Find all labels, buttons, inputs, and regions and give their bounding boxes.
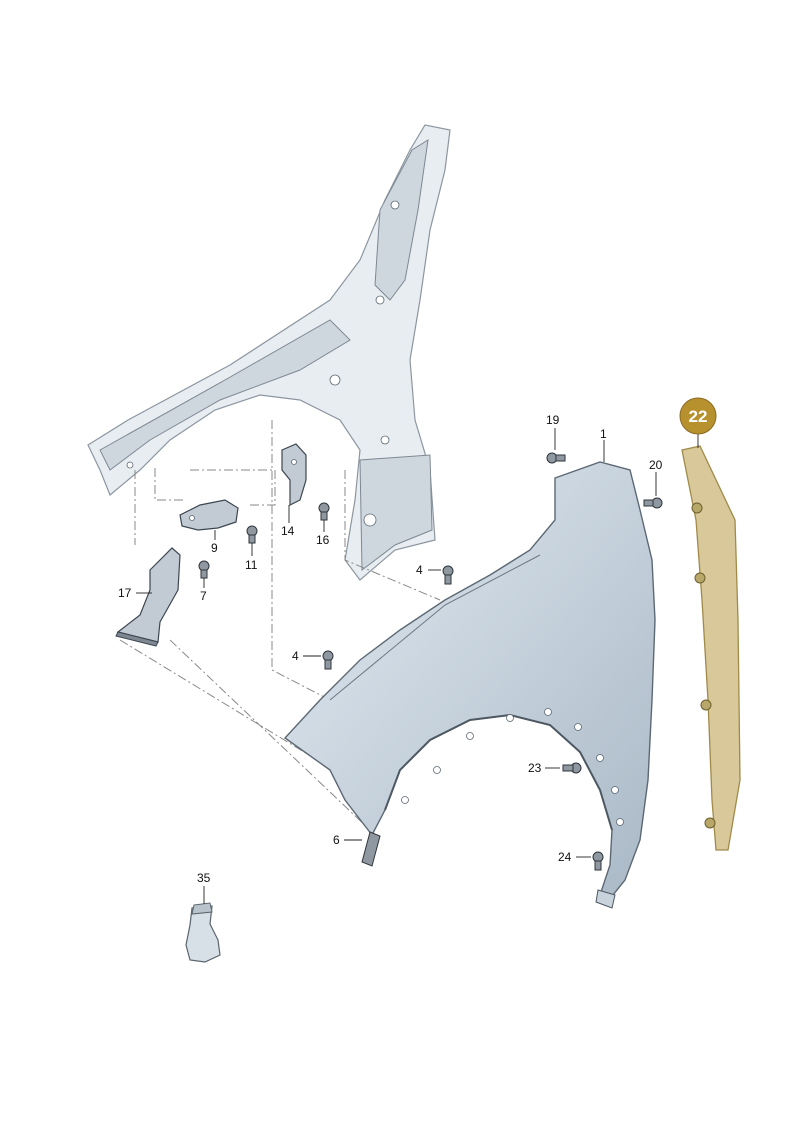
- callout-23: 23: [528, 761, 542, 775]
- bolt-4b[interactable]: [322, 650, 334, 670]
- bracket-14[interactable]: [281, 443, 307, 506]
- bolt-24[interactable]: [592, 851, 604, 871]
- callout-4a: 4: [416, 563, 423, 577]
- callout-9: 9: [211, 541, 218, 555]
- callout-1: 1: [600, 427, 607, 441]
- callout-17: 17: [118, 586, 132, 600]
- callout-labels: 19 1 20 4 4 6 23 24 17 7 9 11 14 16 35: [118, 413, 663, 885]
- bracket-9[interactable]: [179, 499, 239, 531]
- body-structure: [87, 124, 451, 581]
- callout-24: 24: [558, 850, 572, 864]
- bolt-16[interactable]: [318, 502, 330, 521]
- bolt-11[interactable]: [246, 525, 258, 544]
- callout-16: 16: [316, 533, 330, 547]
- callout-4b: 4: [292, 649, 299, 663]
- callout-14: 14: [281, 524, 295, 538]
- bolt-4a[interactable]: [442, 565, 454, 585]
- bracket-17[interactable]: [115, 547, 181, 647]
- callout-19: 19: [546, 413, 560, 427]
- badge-label: 22: [689, 407, 708, 426]
- callout-6: 6: [333, 833, 340, 847]
- highlight-badge-22[interactable]: 22: [679, 397, 717, 435]
- callout-35: 35: [197, 871, 211, 885]
- fender[interactable]: [283, 461, 656, 909]
- bolt-7[interactable]: [198, 560, 210, 579]
- expanding-rivet-6[interactable]: [361, 831, 381, 867]
- callout-11: 11: [245, 558, 258, 572]
- touch-up-bottle-35[interactable]: [185, 902, 221, 963]
- seal-strip-22[interactable]: [681, 445, 741, 851]
- callout-20: 20: [649, 458, 663, 472]
- bolt-23[interactable]: [562, 762, 582, 774]
- callout-7: 7: [200, 589, 207, 603]
- bolt-19[interactable]: [546, 452, 566, 464]
- bolt-20[interactable]: [643, 497, 663, 509]
